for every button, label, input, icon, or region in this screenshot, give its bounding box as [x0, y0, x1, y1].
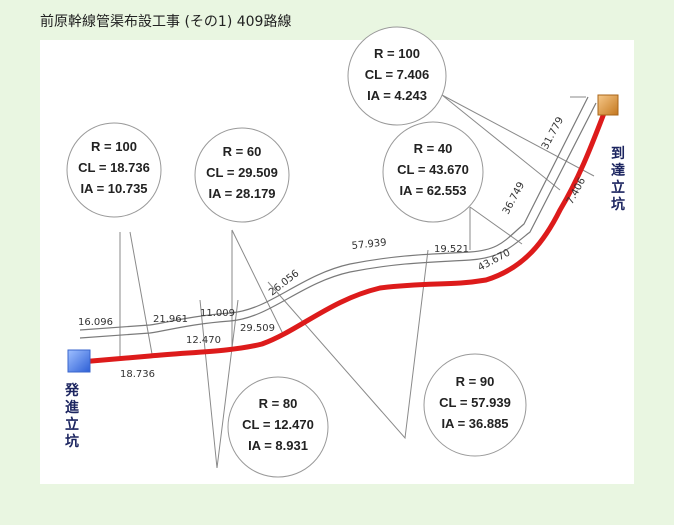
- svg-text:達: 達: [611, 162, 625, 179]
- svg-text:IA = 10.735: IA = 10.735: [80, 181, 147, 196]
- curve-circle-2: R = 60 CL = 29.509 IA = 28.179: [194, 127, 290, 223]
- svg-text:R = 90: R = 90: [456, 374, 495, 389]
- svg-text:IA = 62.553: IA = 62.553: [399, 183, 466, 198]
- seg-upper-8: 31.779: [540, 115, 566, 151]
- curve-circle-3: R = 80 CL = 12.470 IA = 8.931: [227, 376, 329, 478]
- svg-text:R = 80: R = 80: [259, 396, 298, 411]
- svg-text:坑: 坑: [611, 196, 625, 213]
- route-line: [77, 105, 609, 365]
- svg-text:IA = 4.243: IA = 4.243: [367, 88, 427, 103]
- svg-text:IA = 36.885: IA = 36.885: [441, 416, 508, 431]
- svg-text:IA = 8.931: IA = 8.931: [248, 438, 308, 453]
- page-title: 前原幹線管渠布設工事 (その1) 409路線: [40, 14, 292, 30]
- svg-text:R = 100: R = 100: [91, 139, 137, 154]
- leader-lines: [119, 94, 595, 469]
- seg-lower-2: 12.470: [186, 335, 221, 346]
- seg-upper-2: 21.961: [153, 314, 188, 325]
- svg-text:CL = 29.509: CL = 29.509: [206, 165, 278, 180]
- end-shaft-icon: [597, 94, 619, 116]
- svg-text:R = 60: R = 60: [223, 144, 262, 159]
- curve-circle-6: R = 100 CL = 7.406 IA = 4.243: [347, 26, 447, 126]
- leader-r100b: [441, 94, 595, 191]
- svg-text:IA = 28.179: IA = 28.179: [208, 186, 275, 201]
- leader-r100: [119, 231, 153, 360]
- seg-upper-5: 57.939: [351, 237, 387, 252]
- leader-r80: [199, 299, 239, 469]
- leader-r90: [267, 249, 429, 440]
- curve-circle-1: R = 100 CL = 18.736 IA = 10.735: [66, 122, 162, 218]
- svg-text:進: 進: [65, 400, 79, 416]
- svg-text:坑: 坑: [65, 433, 79, 450]
- curve-circle-5: R = 90 CL = 57.939 IA = 36.885: [423, 353, 527, 457]
- svg-text:CL = 18.736: CL = 18.736: [78, 160, 150, 175]
- svg-text:立: 立: [65, 416, 79, 433]
- svg-text:到: 到: [611, 146, 625, 162]
- start-shaft-label: 発 進 立 坑: [64, 382, 80, 450]
- svg-text:R = 40: R = 40: [414, 141, 453, 156]
- svg-text:発: 発: [64, 382, 80, 399]
- leader-r60: [231, 229, 285, 350]
- reference-line: [79, 96, 597, 339]
- svg-text:立: 立: [611, 179, 625, 196]
- diagram-panel: [40, 40, 634, 484]
- end-shaft-label: 到 達 立 坑: [611, 146, 625, 213]
- svg-text:CL = 57.939: CL = 57.939: [439, 395, 511, 410]
- seg-lower-1: 18.736: [120, 369, 155, 380]
- svg-text:R = 100: R = 100: [374, 46, 420, 61]
- seg-upper-3: 11.009: [200, 308, 235, 319]
- seg-lower-3: 29.509: [240, 323, 275, 334]
- leader-r40: [469, 206, 523, 250]
- svg-text:CL = 7.406: CL = 7.406: [365, 67, 429, 82]
- start-shaft-icon: [67, 349, 91, 373]
- seg-upper-6: 19.521: [434, 244, 469, 255]
- seg-upper-7: 36.749: [501, 180, 527, 216]
- curve-circle-4: R = 40 CL = 43.670 IA = 62.553: [382, 121, 484, 223]
- svg-text:CL = 12.470: CL = 12.470: [242, 417, 314, 432]
- svg-text:CL = 43.670: CL = 43.670: [397, 162, 469, 177]
- seg-upper-1: 16.096: [78, 317, 113, 328]
